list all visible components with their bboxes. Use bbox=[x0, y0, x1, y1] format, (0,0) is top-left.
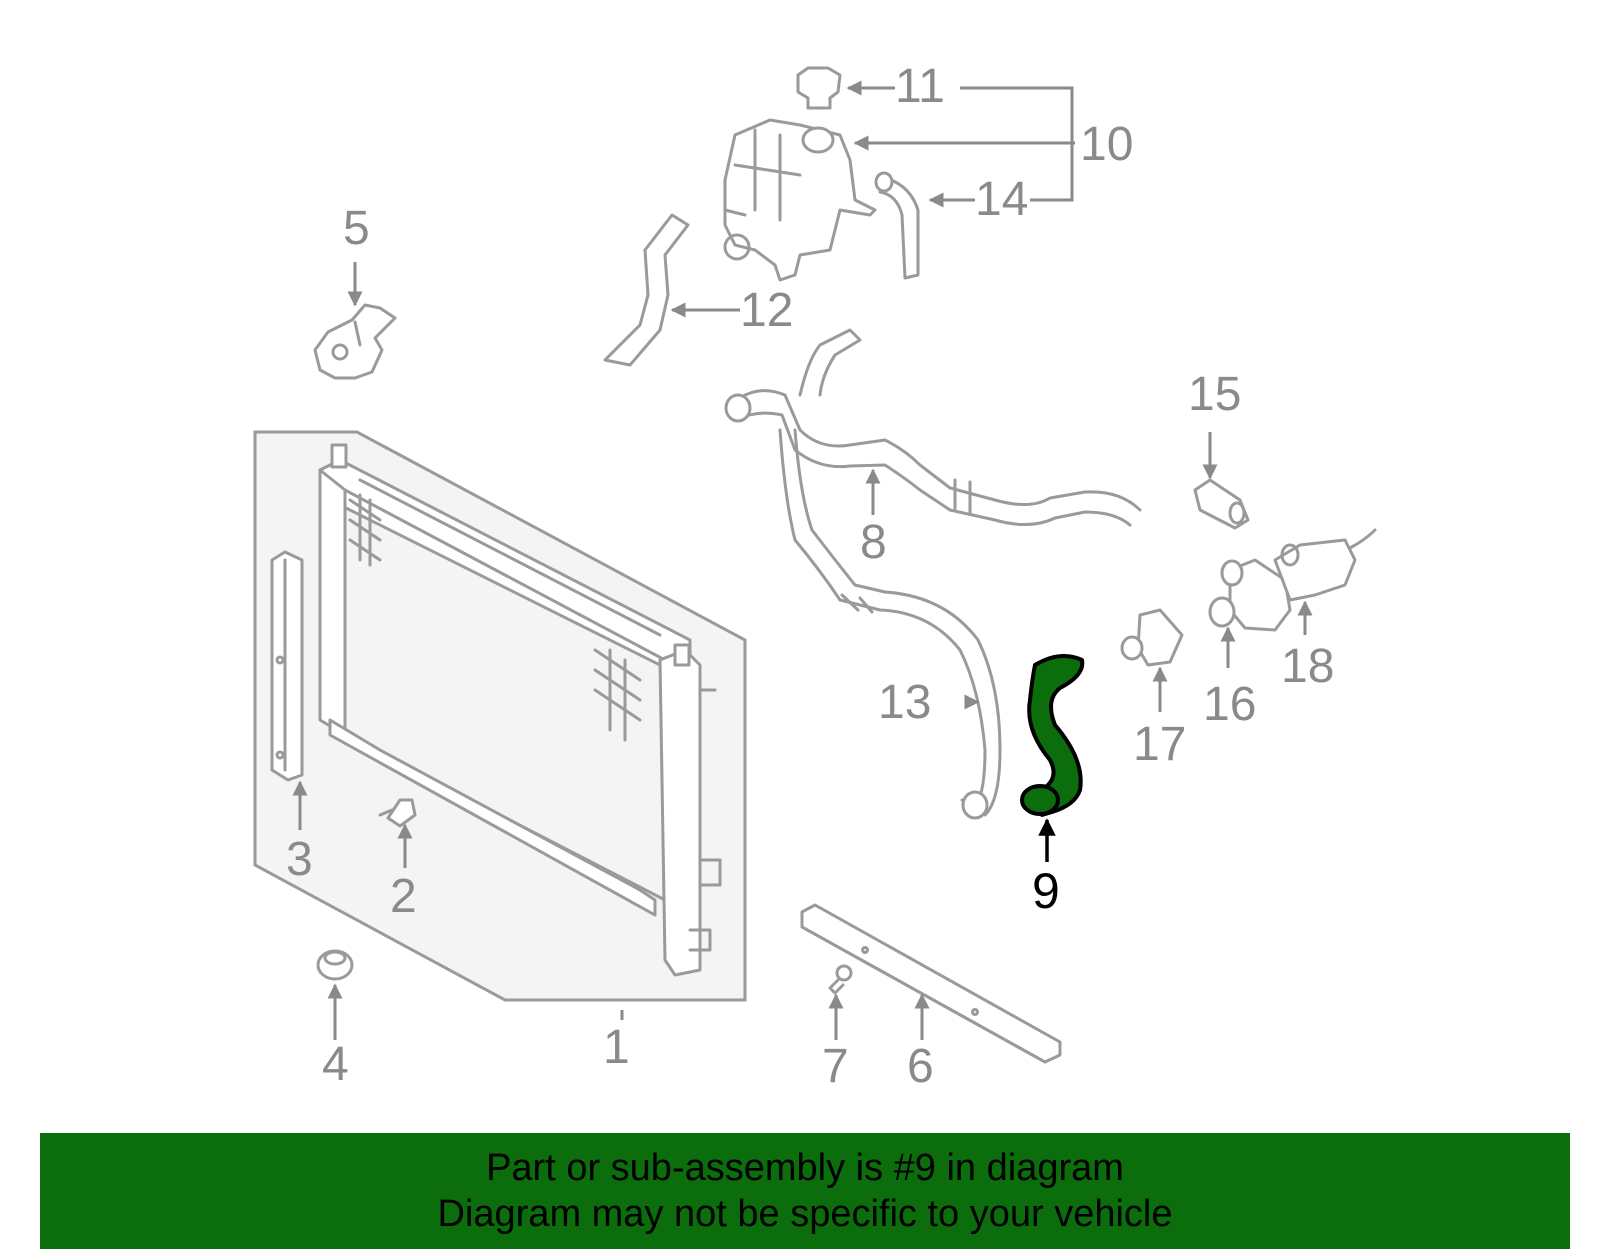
callout-numbers: 1 2 3 4 5 6 7 8 9 10 11 12 13 14 15 16 1… bbox=[286, 60, 1334, 1093]
info-banner: Part or sub-assembly is #9 in diagram Di… bbox=[40, 1133, 1570, 1249]
callout-12: 12 bbox=[740, 284, 793, 337]
lower-support-part[interactable] bbox=[800, 903, 1062, 1064]
leader-lines bbox=[292, 80, 1313, 1040]
callout-9: 9 bbox=[1032, 863, 1060, 919]
callout-4: 4 bbox=[322, 1038, 349, 1091]
banner-line-2: Diagram may not be specific to your vehi… bbox=[437, 1193, 1173, 1235]
callout-15: 15 bbox=[1188, 368, 1241, 421]
callout-2: 2 bbox=[390, 870, 417, 923]
reservoir-tank-part[interactable] bbox=[723, 118, 877, 282]
callout-18: 18 bbox=[1281, 640, 1334, 693]
callout-16: 16 bbox=[1203, 678, 1256, 731]
callout-14: 14 bbox=[975, 173, 1028, 226]
small-hose-part[interactable] bbox=[874, 171, 920, 280]
reservoir-cap-part[interactable] bbox=[796, 66, 842, 110]
banner-line-1: Part or sub-assembly is #9 in diagram bbox=[486, 1147, 1124, 1189]
upper-bracket-part[interactable] bbox=[313, 303, 397, 380]
upper-hose-part[interactable] bbox=[724, 328, 1142, 527]
radiator-assembly[interactable] bbox=[253, 430, 747, 1002]
callout-6: 6 bbox=[907, 1040, 934, 1093]
grommet-part[interactable] bbox=[316, 949, 354, 981]
water-outlet-part[interactable] bbox=[1273, 528, 1377, 602]
callout-5: 5 bbox=[343, 202, 370, 255]
sensor-part[interactable] bbox=[1193, 478, 1250, 530]
callout-1: 1 bbox=[603, 1021, 630, 1074]
highlighted-hose-part-9[interactable] bbox=[1020, 654, 1085, 817]
callout-3: 3 bbox=[286, 833, 313, 886]
fitting-part[interactable] bbox=[1120, 608, 1184, 667]
callout-13: 13 bbox=[878, 676, 931, 729]
overflow-hose-part[interactable] bbox=[603, 213, 690, 367]
callout-11: 11 bbox=[895, 60, 945, 113]
side-baffle-part[interactable] bbox=[270, 550, 304, 782]
callout-10: 10 bbox=[1080, 118, 1133, 171]
bolt-part[interactable] bbox=[828, 964, 853, 995]
bypass-hose-part[interactable] bbox=[778, 428, 1002, 820]
callout-17: 17 bbox=[1133, 718, 1186, 771]
callout-7: 7 bbox=[822, 1040, 849, 1093]
thermostat-housing-part[interactable] bbox=[1208, 558, 1292, 632]
callout-8: 8 bbox=[860, 516, 887, 569]
